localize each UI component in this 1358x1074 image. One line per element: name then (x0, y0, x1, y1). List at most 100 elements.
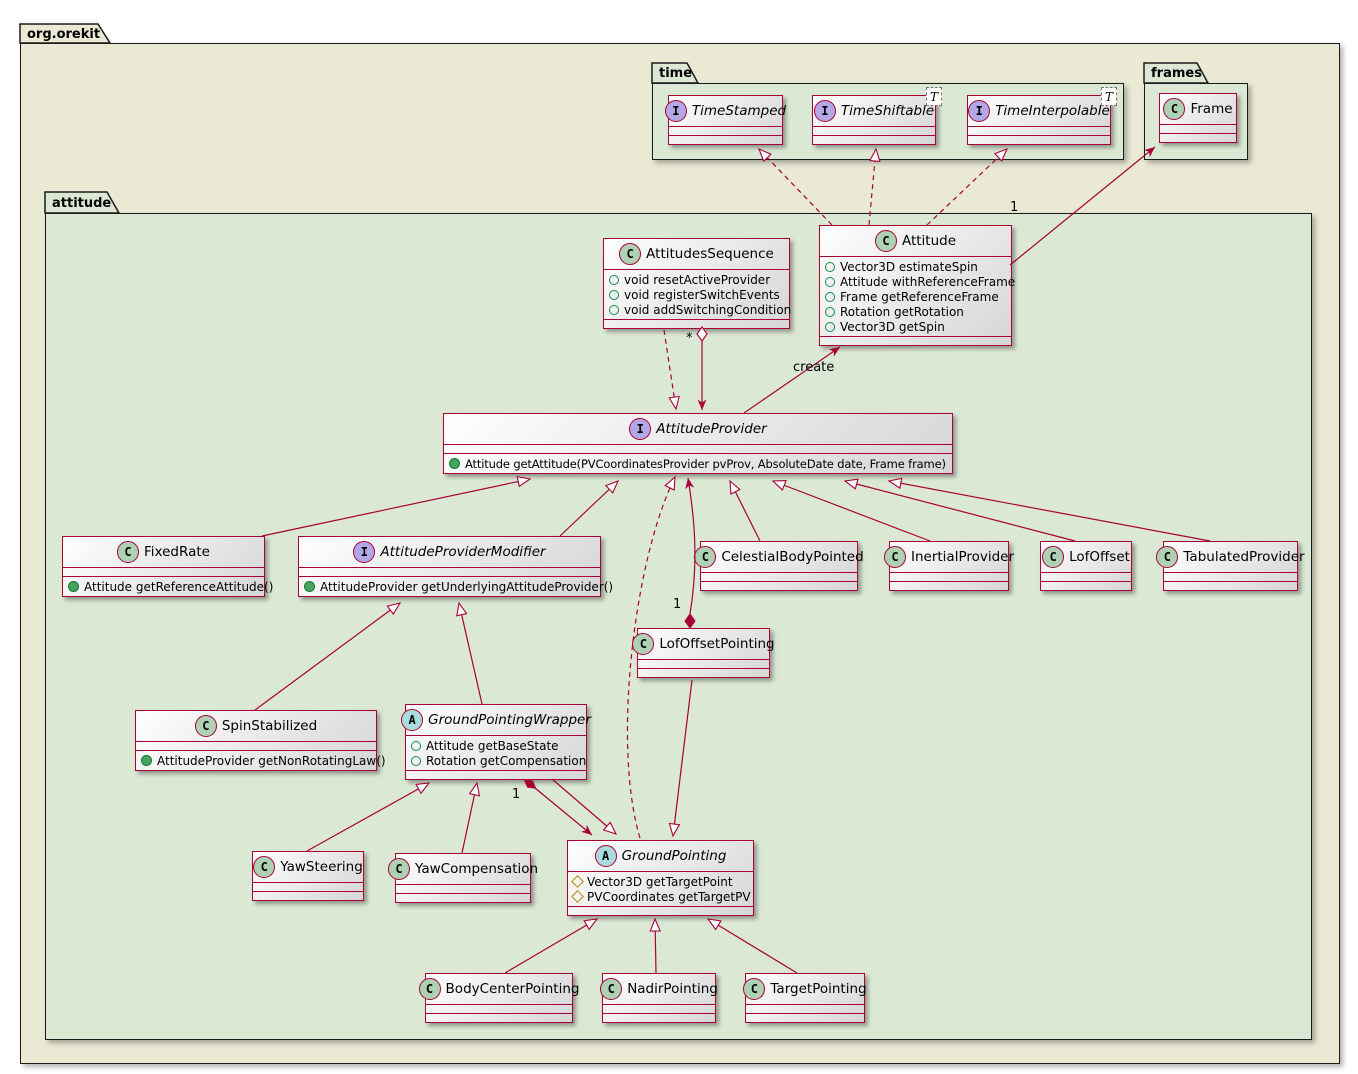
class-yawcompensation: C YawCompensation (387, 853, 538, 903)
class-name: TargetPointing (770, 981, 867, 997)
class-badge-icon: C (1163, 98, 1186, 120)
package-tab-attitude: attitude (52, 196, 112, 211)
package-tab-org-orekit: org.orekit (27, 27, 101, 42)
class-nadirpointing: C NadirPointing (600, 973, 718, 1023)
class-name: FixedRate (144, 544, 210, 560)
class-name: AttitudeProviderModifier (380, 544, 546, 560)
member: PVCoordinates getTargetPV (587, 889, 751, 904)
generic-type-tag: T (1101, 87, 1117, 106)
class-name: CelestialBodyPointed (721, 549, 864, 565)
interface-badge-icon: I (353, 541, 376, 563)
member: Vector3D getTargetPoint (587, 874, 733, 889)
public-field-icon (825, 276, 835, 287)
class-badge-icon: C (874, 230, 897, 252)
member: void resetActiveProvider (624, 272, 771, 287)
interface-badge-icon: I (629, 418, 652, 440)
class-badge-icon: C (632, 633, 655, 655)
member: Vector3D getSpin (840, 319, 945, 334)
member: void registerSwitchEvents (624, 287, 780, 302)
class-name: Attitude (901, 233, 957, 249)
public-field-icon (609, 289, 619, 300)
interface-badge-icon: I (968, 100, 991, 122)
class-badge-icon: C (1156, 546, 1179, 568)
member: Vector3D estimateSpin (840, 259, 978, 274)
member: Rotation getCompensation (426, 753, 587, 768)
class-name: TimeStamped (691, 103, 787, 119)
member: Attitude withReferenceFrame (840, 274, 1016, 289)
member: void addSwitchingCondition (624, 302, 792, 317)
class-tabulatedprovider: C TabulatedProvider (1156, 541, 1305, 591)
class-inertialprovider: C InertialProvider (883, 541, 1014, 591)
class-timeinterpolable: I TimeInterpolable (967, 95, 1111, 145)
class-lofoffset: C LofOffset (1040, 541, 1132, 591)
class-badge-icon: C (1042, 546, 1065, 568)
member: Rotation getRotation (840, 304, 964, 319)
class-name: Frame (1190, 101, 1233, 117)
class-name: LofOffset (1069, 549, 1130, 565)
class-attitude: C Attitude Vector3D estimateSpin Attitud… (819, 225, 1016, 346)
class-badge-icon: C (743, 978, 766, 1000)
class-name: BodyCenterPointing (445, 981, 580, 997)
class-name: TabulatedProvider (1183, 549, 1305, 565)
class-name: LofOffsetPointing (659, 636, 775, 652)
public-method-icon (141, 755, 152, 766)
member: AttitudeProvider getUnderlyingAttitudePr… (320, 579, 614, 594)
member: AttitudeProvider getNonRotatingLaw() (157, 753, 386, 768)
class-badge-icon: C (694, 546, 717, 568)
generic-type-tag: T (926, 87, 942, 106)
member: Frame getReferenceFrame (840, 289, 999, 304)
multiplicity-attitude-frame: 1 (1010, 200, 1019, 215)
protected-field-icon (571, 890, 584, 903)
class-name: NadirPointing (627, 981, 718, 997)
class-celestialbodypointed: C CelestialBodyPointed (694, 541, 864, 591)
class-badge-icon: C (418, 978, 441, 1000)
member: Attitude getReferenceAttitude() (84, 579, 274, 594)
class-name: GroundPointing (621, 848, 727, 864)
edge-label-create: create (793, 360, 835, 375)
public-field-icon (825, 321, 835, 332)
class-name: InertialProvider (910, 549, 1015, 565)
abstract-groundpointing: A GroundPointing Vector3D getTargetPoint… (567, 840, 754, 916)
interface-badge-icon: I (813, 100, 836, 122)
abstract-badge-icon: A (594, 845, 617, 867)
class-badge-icon: C (253, 856, 276, 878)
class-badge-icon: C (619, 243, 642, 265)
multiplicity-wrapper-groundpointing: 1 (512, 787, 521, 802)
public-field-icon (609, 304, 619, 315)
class-timestamped: I TimeStamped (664, 95, 787, 145)
class-name: SpinStabilized (221, 718, 318, 734)
multiplicity-lofoffsetpointing-provider: 1 (673, 597, 682, 612)
interface-attitudeprovider: I AttitudeProvider Attitude getAttitude(… (443, 413, 953, 474)
abstract-groundpointingwrapper: A GroundPointingWrapper Attitude getBase… (401, 704, 591, 780)
class-badge-icon: C (387, 858, 410, 880)
class-yawsteering: C YawSteering (252, 851, 364, 901)
class-fixedrate: C FixedRate Attitude getReferenceAttitud… (62, 536, 273, 597)
public-method-icon (304, 581, 315, 592)
package-tab-time: time (659, 66, 693, 81)
class-badge-icon: C (600, 978, 623, 1000)
class-name: YawSteering (280, 859, 363, 875)
class-frame: C Frame (1159, 93, 1237, 143)
class-bodycenterpointing: C BodyCenterPointing (418, 973, 579, 1023)
interface-badge-icon: I (664, 100, 687, 122)
class-name: YawCompensation (414, 861, 539, 877)
public-method-icon (68, 581, 79, 592)
interface-attitudeprovidermodifier: I AttitudeProviderModifier AttitudeProvi… (298, 536, 613, 597)
protected-field-icon (571, 875, 584, 888)
public-method-icon (449, 458, 460, 469)
class-name: AttitudeProvider (656, 421, 767, 437)
abstract-badge-icon: A (401, 709, 424, 731)
class-name: TimeShiftable (840, 103, 935, 119)
public-field-icon (825, 291, 835, 302)
class-attitudessequence: C AttitudesSequence void resetActiveProv… (603, 238, 792, 329)
class-badge-icon: C (883, 546, 906, 568)
class-spinstabilized: C SpinStabilized AttitudeProvider getNon… (135, 710, 386, 771)
public-field-icon (609, 274, 619, 285)
member: Attitude getAttitude(PVCoordinatesProvid… (465, 456, 946, 471)
public-field-icon (411, 755, 421, 766)
class-badge-icon: C (194, 715, 217, 737)
package-tab-frames: frames (1151, 66, 1202, 81)
class-name: GroundPointingWrapper (428, 712, 591, 728)
class-targetpointing: C TargetPointing (743, 973, 867, 1023)
